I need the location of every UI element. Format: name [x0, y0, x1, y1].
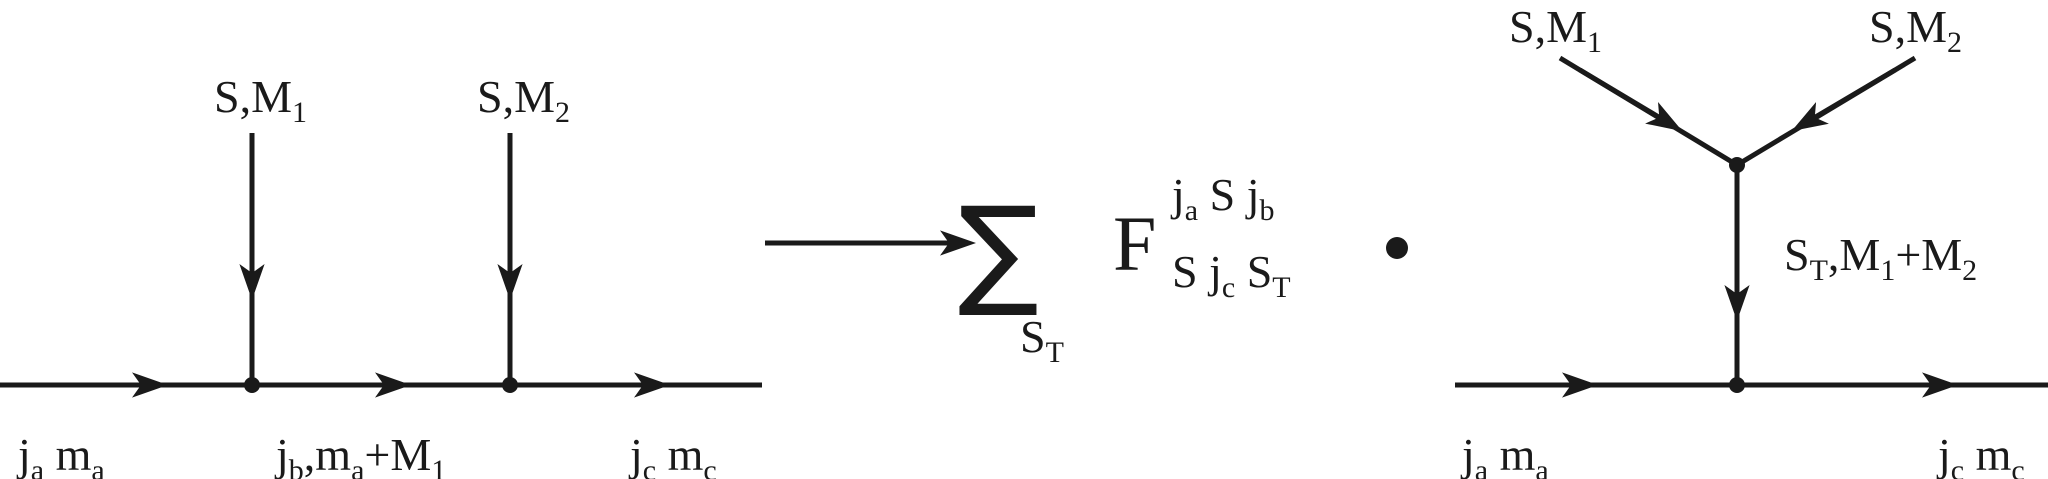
right-mid-label: ST,M1+M2 — [1784, 229, 1977, 287]
right-top-label-1: S,M1 — [1509, 1, 1602, 59]
right-vertex-top — [1729, 157, 1745, 173]
right-bottom-label-ja-ma: ja ma — [1460, 429, 1549, 479]
left-bottom-label-ja-ma: ja ma — [16, 429, 105, 479]
right-branch-right-arrow — [1791, 67, 1897, 132]
right-top-label-2: S,M2 — [1869, 1, 1962, 59]
left-vertex-1 — [244, 377, 260, 393]
sum-index: ST — [1020, 311, 1064, 369]
left-bottom-label-jc-mc: jc mc — [628, 429, 717, 479]
right-diagram — [1455, 55, 2048, 398]
sum-symbol: ∑ — [958, 182, 1039, 321]
F-symbol: F — [1113, 200, 1156, 287]
F-upper-indices: ja S jb — [1170, 169, 1274, 227]
left-bottom-label-jb: jb,ma+M1 — [274, 429, 446, 479]
right-branch-left-arrow — [1578, 67, 1683, 132]
right-vertex-bottom — [1729, 377, 1745, 393]
left-diagram — [0, 133, 762, 398]
multiplication-dot — [1386, 237, 1408, 259]
F-lower-indices: S jc ST — [1172, 246, 1291, 304]
left-top-label-2: S,M2 — [477, 71, 570, 129]
right-bottom-label-jc-mc: jc mc — [1936, 429, 2025, 479]
left-top-label-1: S,M1 — [214, 71, 307, 129]
left-vertex-2 — [502, 377, 518, 393]
